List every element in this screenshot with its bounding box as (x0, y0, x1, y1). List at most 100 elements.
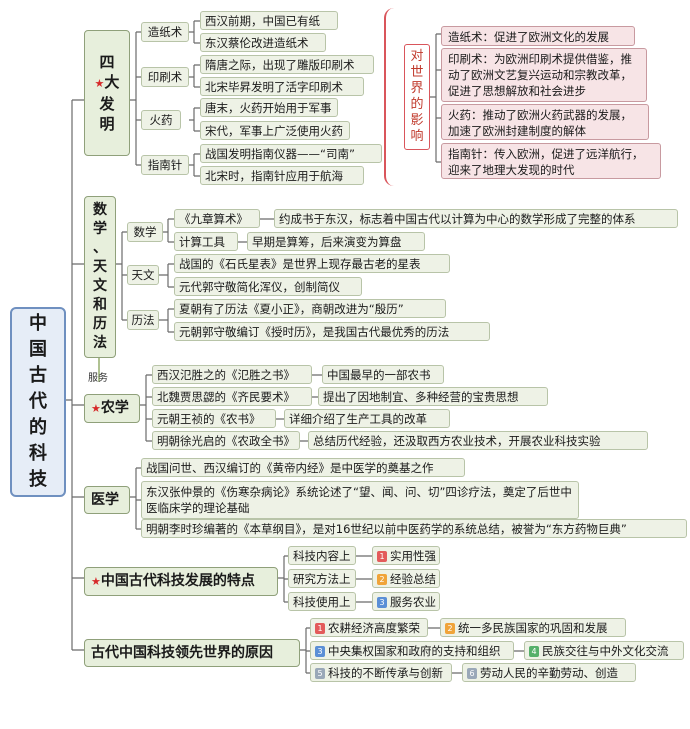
four-inventions-title: 四 ★大 发 明 (84, 30, 130, 156)
root-title: 中 国 古 代 的 科 技 (10, 307, 66, 497)
number-badge: 2 (445, 623, 455, 634)
serves-label: 服务 (88, 373, 108, 384)
medicine-item: 战国问世、西汉编订的《黄帝内经》是中医学的奠基之作 (141, 458, 465, 477)
title-text: 中国古代科技发展的特点 (100, 573, 255, 589)
title-char: 学 (93, 221, 107, 237)
feature-aspect: 研究方法上 (288, 569, 356, 588)
fact-item: 战国发明指南仪器——“司南” (200, 144, 382, 163)
fact-item: 东汉蔡伦改进造纸术 (200, 33, 326, 52)
star-icon: ★ (91, 402, 101, 415)
agriculture-title: ★农学 (84, 394, 140, 423)
title-char: 天 (93, 259, 107, 275)
invention-gunpowder: 火药 (141, 110, 181, 130)
medicine-title: 医学 (84, 486, 130, 514)
title-char: 明 (99, 115, 115, 133)
reasons-title: 古代中国科技领先世界的原因 (84, 639, 300, 667)
agriculture-book: 西汉氾胜之的《氾胜之书》 (152, 365, 312, 384)
title-char: 响 (410, 129, 424, 144)
features-title: ★中国古代科技发展的特点 (84, 567, 278, 596)
trait-text: 实用性强 (390, 549, 436, 563)
trait-text: 服务农业 (390, 595, 436, 609)
title-char: 的 (410, 97, 424, 112)
agriculture-desc: 详细介绍了生产工具的改革 (284, 409, 450, 428)
number-badge: 1 (315, 623, 325, 634)
title-char: 界 (410, 81, 424, 96)
root-char: 古 (29, 365, 47, 386)
reason-text: 科技的不断传承与创新 (328, 666, 443, 680)
trait-text: 经验总结 (390, 572, 436, 586)
root-char: 国 (29, 339, 47, 360)
agriculture-desc: 提出了因地制宜、多种经营的宝贵思想 (318, 387, 548, 406)
reason-text: 统一多民族国家的巩固和发展 (458, 621, 608, 635)
title-char: 历 (93, 316, 107, 332)
impact-item: 火药：推动了欧洲火药武器的发展，加速了欧洲封建制度的解体 (441, 104, 649, 140)
fact-item: 隋唐之际，出现了雕版印刷术 (200, 55, 374, 74)
group-astronomy: 天文 (127, 265, 159, 285)
fact-item: 西汉前期，中国已有纸 (200, 11, 338, 30)
feature-aspect: 科技使用上 (288, 592, 356, 611)
reason-text: 农耕经济高度繁荣 (328, 621, 420, 635)
title-char: 和 (93, 297, 107, 313)
math-item: 《九章算术》 (174, 209, 260, 228)
number-badge: 4 (529, 646, 539, 657)
star-icon: ★ (94, 77, 105, 90)
number-badge: 3 (377, 597, 387, 608)
world-impact-title: 对 世 界 的 影 响 (404, 44, 430, 150)
fact-item: 宋代，军事上广泛使用火药 (200, 121, 350, 140)
invention-compass: 指南针 (141, 155, 189, 175)
agriculture-desc: 中国最早的一部农书 (322, 365, 444, 384)
medicine-item: 东汉张仲景的《伤寒杂病论》系统论述了“望、闻、问、切”四诊疗法，奠定了后世中医临… (141, 481, 579, 519)
fact-item: 北宋毕昇发明了活字印刷术 (200, 77, 364, 96)
fact-item: 唐末，火药开始用于军事 (200, 98, 338, 117)
group-calendar: 历法 (127, 310, 159, 330)
medicine-item: 明朝李时珍编著的《本草纲目》，是对16世纪以前中医药学的系统总结，被誉为“东方药… (141, 519, 687, 538)
math-astro-cal-title: 数 学 、 天 文 和 历 法 (84, 196, 116, 358)
math-item: 计算工具 (174, 232, 238, 251)
star-icon: ★ (91, 575, 101, 588)
title-char: 数 (93, 202, 107, 218)
number-badge: 5 (315, 668, 325, 679)
number-badge: 2 (377, 574, 387, 585)
agriculture-desc: 总结历代经验，还汲取西方农业技术，开展农业科技实验 (308, 431, 648, 450)
root-char: 的 (29, 417, 47, 438)
title-char: 世 (410, 65, 424, 80)
title-char: 四 (99, 53, 115, 71)
root-char: 代 (29, 391, 47, 412)
invention-papermaking: 造纸术 (141, 22, 189, 42)
reason-text: 劳动人民的辛勤劳动、创造 (480, 666, 618, 680)
bracket-line (384, 8, 394, 186)
invention-printing: 印刷术 (141, 67, 189, 87)
math-item-desc: 约成书于东汉，标志着中国古代以计算为中心的数学形成了完整的体系 (274, 209, 678, 228)
title-char: 法 (93, 335, 107, 351)
root-char: 技 (29, 469, 47, 490)
number-badge: 6 (467, 668, 477, 679)
reason-text: 民族交往与中外文化交流 (542, 644, 669, 658)
agriculture-book: 元朝王祯的《农书》 (152, 409, 276, 428)
title-char: 影 (410, 113, 424, 128)
calendar-item: 元朝郭守敬编订《授时历》，是我国古代最优秀的历法 (174, 322, 490, 341)
impact-item: 指南针：传入欧洲，促进了远洋航行，迎来了地理大发现的时代 (441, 143, 661, 179)
number-badge: 3 (315, 646, 325, 657)
title-text: 农学 (100, 400, 129, 416)
title-char: 、 (93, 240, 107, 256)
title-char: ★大 (95, 72, 120, 94)
title-char: 文 (93, 278, 107, 294)
impact-item: 印刷术：为欧洲印刷术提供借鉴，推动了欧洲文艺复兴运动和宗教改革，促进了思想解放和… (441, 48, 647, 102)
feature-aspect: 科技内容上 (288, 546, 356, 565)
impact-item: 造纸术：促进了欧洲文化的发展 (441, 26, 635, 46)
reason-text: 中央集权国家和政府的支持和组织 (328, 644, 501, 658)
number-badge: 1 (377, 551, 387, 562)
astronomy-item: 战国的《石氏星表》是世界上现存最古老的星表 (174, 254, 450, 273)
agriculture-book: 明朝徐光启的《农政全书》 (152, 431, 300, 450)
title-char: 发 (99, 95, 115, 113)
